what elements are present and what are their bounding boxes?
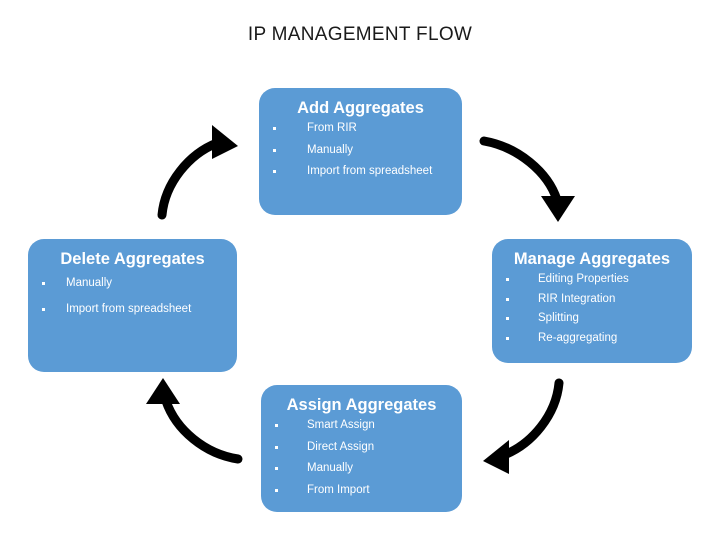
node-bullet-list: Manually Import from spreadsheet	[28, 278, 237, 315]
arrow-assign-to-delete-icon	[146, 378, 243, 464]
arrow-delete-to-add-icon	[157, 125, 238, 220]
list-item: Import from spreadsheet	[259, 166, 462, 178]
list-item: Manually	[259, 144, 462, 157]
list-item: Splitting	[492, 313, 692, 325]
node-manage-aggregates[interactable]: Manage Aggregates Editing Properties RIR…	[492, 239, 692, 363]
list-item: Re-aggregating	[492, 332, 692, 345]
list-item: Import from spreadsheet	[28, 303, 237, 316]
node-bullet-list: Editing Properties RIR Integration Split…	[492, 274, 692, 344]
list-item: RIR Integration	[492, 293, 692, 306]
list-item: Editing Properties	[492, 274, 692, 286]
node-add-aggregates[interactable]: Add Aggregates From RIR Manually Import …	[259, 88, 462, 215]
node-bullet-list: From RIR Manually Import from spreadshee…	[259, 123, 462, 178]
node-title: Delete Aggregates	[60, 250, 205, 268]
node-bullet-list: Smart Assign Direct Assign Manually From…	[261, 420, 462, 496]
list-item: Manually	[261, 463, 462, 475]
arrow-add-to-manage-icon	[479, 136, 575, 222]
list-item: From RIR	[259, 123, 462, 135]
page-title: IP MANAGEMENT FLOW	[247, 24, 473, 45]
node-title: Manage Aggregates	[513, 250, 671, 268]
node-assign-aggregates[interactable]: Assign Aggregates Smart Assign Direct As…	[261, 385, 462, 512]
list-item: Smart Assign	[261, 420, 462, 432]
node-title: Assign Aggregates	[286, 396, 437, 414]
list-item: Manually	[28, 278, 237, 290]
node-title: Add Aggregates	[297, 99, 424, 117]
list-item: Direct Assign	[261, 441, 462, 454]
node-delete-aggregates[interactable]: Delete Aggregates Manually Import from s…	[28, 239, 237, 372]
arrow-manage-to-assign-icon	[483, 378, 564, 474]
list-item: From Import	[261, 484, 462, 497]
